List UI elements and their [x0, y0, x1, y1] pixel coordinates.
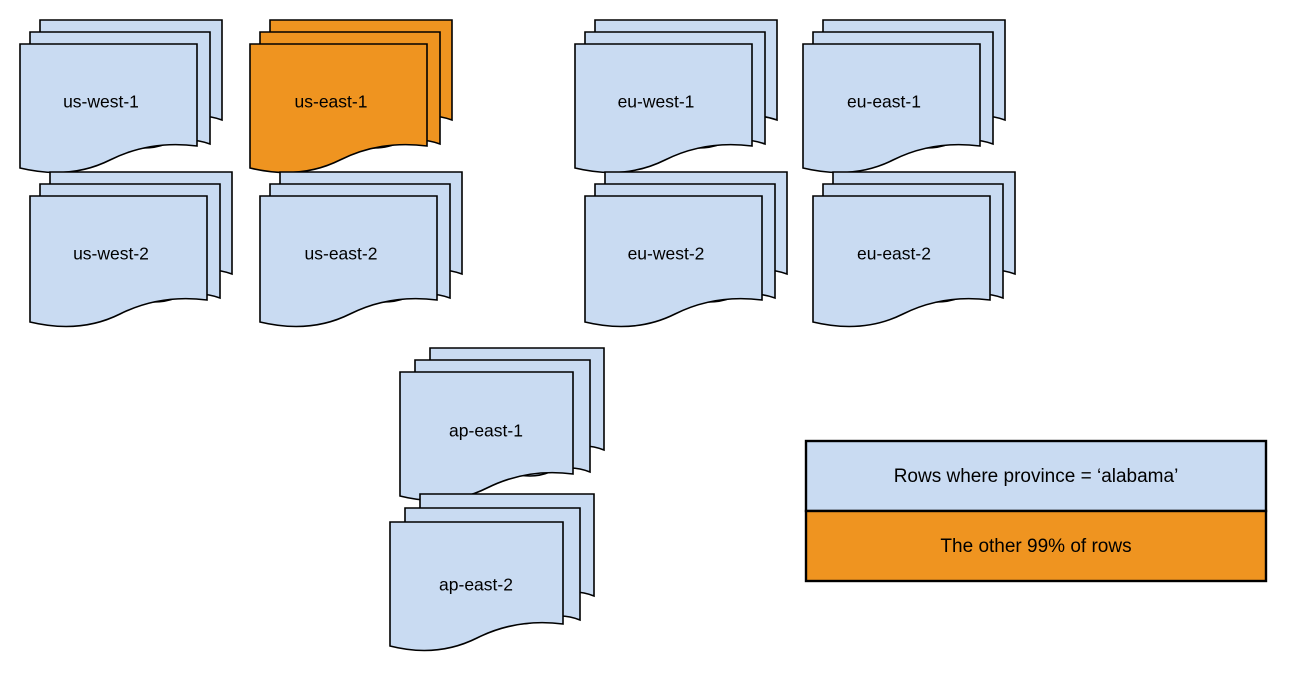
- region-stack-ap-east-1[interactable]: ap-east-1: [399, 347, 605, 502]
- doc-sheet-front: [389, 521, 564, 652]
- region-stack-us-west-1[interactable]: us-west-1: [19, 19, 223, 174]
- region-stack-us-east-2[interactable]: us-east-2: [259, 171, 463, 328]
- region-stack-eu-west-1[interactable]: eu-west-1: [574, 19, 778, 174]
- doc-sheet-front: [249, 43, 428, 174]
- region-stack-us-east-1[interactable]: us-east-1: [249, 19, 453, 174]
- region-stack-ap-east-2[interactable]: ap-east-2: [389, 493, 595, 652]
- legend-swatch-orange: [804, 509, 1268, 583]
- region-stack-eu-west-2[interactable]: eu-west-2: [584, 171, 788, 328]
- legend: Rows where province = ‘alabama’ The othe…: [804, 439, 1268, 583]
- doc-sheet-front: [259, 195, 438, 328]
- legend-swatch-blue: [804, 439, 1268, 513]
- region-stack-eu-east-2[interactable]: eu-east-2: [812, 171, 1016, 328]
- region-stack-eu-east-1[interactable]: eu-east-1: [802, 19, 1006, 174]
- doc-sheet-front: [812, 195, 991, 328]
- doc-sheet-front: [802, 43, 981, 174]
- doc-sheet-front: [574, 43, 753, 174]
- doc-sheet-front: [29, 195, 208, 328]
- doc-sheet-front: [399, 371, 574, 502]
- doc-sheet-front: [584, 195, 763, 328]
- doc-sheet-front: [19, 43, 198, 174]
- region-stack-us-west-2[interactable]: us-west-2: [29, 171, 233, 328]
